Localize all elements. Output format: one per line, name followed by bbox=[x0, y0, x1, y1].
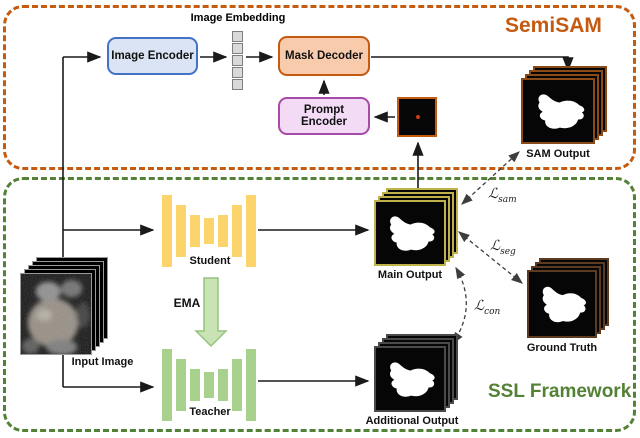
image-embedding-tokens bbox=[232, 31, 243, 91]
input-image-stack bbox=[20, 257, 108, 355]
ema-arrow bbox=[194, 277, 228, 348]
ssl-framework-dashed-frame bbox=[3, 177, 636, 432]
sam-output-label: SAM Output bbox=[526, 148, 590, 160]
prompt-point-dot bbox=[416, 115, 420, 119]
teacher-label: Teacher bbox=[189, 406, 231, 418]
semisam-title: SemiSAM bbox=[505, 14, 602, 37]
teacher-network bbox=[162, 349, 256, 421]
segmentation-mask-icon bbox=[537, 94, 584, 129]
prompt-encoder-box: Prompt Encoder bbox=[278, 97, 370, 135]
student-network bbox=[162, 195, 256, 267]
ssl-framework-title: SSL Framework bbox=[488, 381, 632, 402]
mask-decoder-box: Mask Decoder bbox=[278, 36, 370, 76]
student-label: Student bbox=[189, 255, 231, 267]
image-encoder-box: Image Encoder bbox=[107, 37, 198, 75]
embedding-token bbox=[232, 31, 243, 42]
loss-sam-label: ℒsam bbox=[488, 186, 517, 205]
ground-truth-label: Ground Truth bbox=[526, 342, 598, 354]
additional-output-label: Additional Output bbox=[365, 415, 459, 427]
additional-output-stack bbox=[374, 334, 458, 412]
input-image-label: Input Image bbox=[71, 356, 134, 368]
embedding-token bbox=[232, 67, 243, 78]
semisam-dashed-frame bbox=[3, 5, 636, 170]
image-embedding-label: Image Embedding bbox=[190, 12, 286, 24]
sam-output-stack bbox=[521, 66, 607, 144]
embedding-token bbox=[232, 55, 243, 66]
ema-label: EMA bbox=[173, 296, 201, 310]
embedding-token bbox=[232, 43, 243, 54]
segmentation-mask-icon bbox=[390, 362, 436, 397]
loss-con-label: ℒcon bbox=[474, 298, 501, 317]
main-output-stack bbox=[374, 188, 458, 266]
segmentation-mask-icon bbox=[390, 216, 436, 251]
prompt-point-image bbox=[397, 97, 437, 137]
loss-seg-label: ℒseg bbox=[490, 238, 516, 257]
embedding-token bbox=[232, 79, 243, 90]
mri-slice-image bbox=[21, 274, 91, 354]
ground-truth-stack bbox=[527, 258, 609, 338]
main-output-label: Main Output bbox=[377, 269, 443, 281]
segmentation-mask-icon bbox=[542, 286, 587, 323]
